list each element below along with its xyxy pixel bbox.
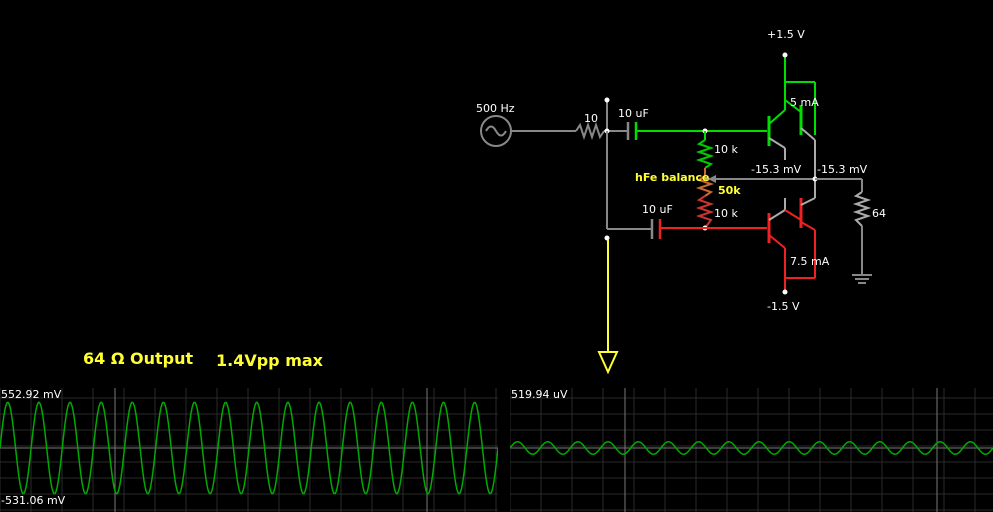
- current-top-label: 5 mA: [790, 96, 819, 109]
- ground-symbol: [852, 274, 872, 284]
- scope0-trace: [0, 401, 498, 495]
- scope-probe-plot: [510, 388, 993, 512]
- scope1-trace: [510, 441, 993, 455]
- resistor-top-label: 10 k: [714, 143, 738, 156]
- capacitor-bottom-label: 10 uF: [642, 203, 673, 216]
- load-resistor-label: 64: [872, 207, 886, 220]
- current-bottom-label: 7.5 mA: [790, 255, 830, 268]
- node-right-voltage: -15.3 mV: [817, 163, 868, 176]
- scope-output-top-label: 552.92 mV: [1, 388, 62, 401]
- source-frequency-label: 500 Hz: [476, 102, 515, 115]
- capacitor-bottom[interactable]: [650, 219, 662, 239]
- max-title: 1.4Vpp max: [216, 351, 324, 370]
- capacitor-top[interactable]: [626, 122, 638, 140]
- supply-positive-label: +1.5 V: [767, 28, 805, 41]
- scope-output-bottom-label: -531.06 mV: [1, 494, 66, 507]
- transistor-top[interactable]: [767, 80, 816, 160]
- transistor-bottom[interactable]: [767, 197, 816, 278]
- ac-source[interactable]: [480, 115, 512, 147]
- pot-label: hFe balance: [635, 171, 710, 184]
- resistor-top[interactable]: [695, 139, 715, 169]
- pot-value: 50k: [718, 184, 741, 197]
- scope-output[interactable]: 552.92 mV -531.06 mV: [0, 388, 498, 512]
- input-resistor[interactable]: [575, 121, 605, 141]
- scope-probe-top-label: 519.94 uV: [511, 388, 568, 401]
- resistor-bottom-label: 10 k: [714, 207, 738, 220]
- scope-output-plot: [0, 388, 498, 512]
- load-resistor[interactable]: [852, 191, 872, 227]
- input-resistor-label: 10: [584, 112, 598, 125]
- node-left-voltage: -15.3 mV: [751, 163, 802, 176]
- hfe-balance-pot[interactable]: [695, 168, 715, 197]
- supply-negative-label: -1.5 V: [767, 300, 800, 313]
- probe-arrow[interactable]: [597, 240, 619, 375]
- output-title: 64 Ω Output: [83, 349, 193, 368]
- scope-probe[interactable]: 519.94 uV: [510, 388, 993, 512]
- resistor-bottom[interactable]: [695, 195, 715, 229]
- circuit-schematic: 500 Hz 10 10 uF 10 k hFe balance 50k 10 …: [83, 28, 886, 375]
- capacitor-top-label: 10 uF: [618, 107, 649, 120]
